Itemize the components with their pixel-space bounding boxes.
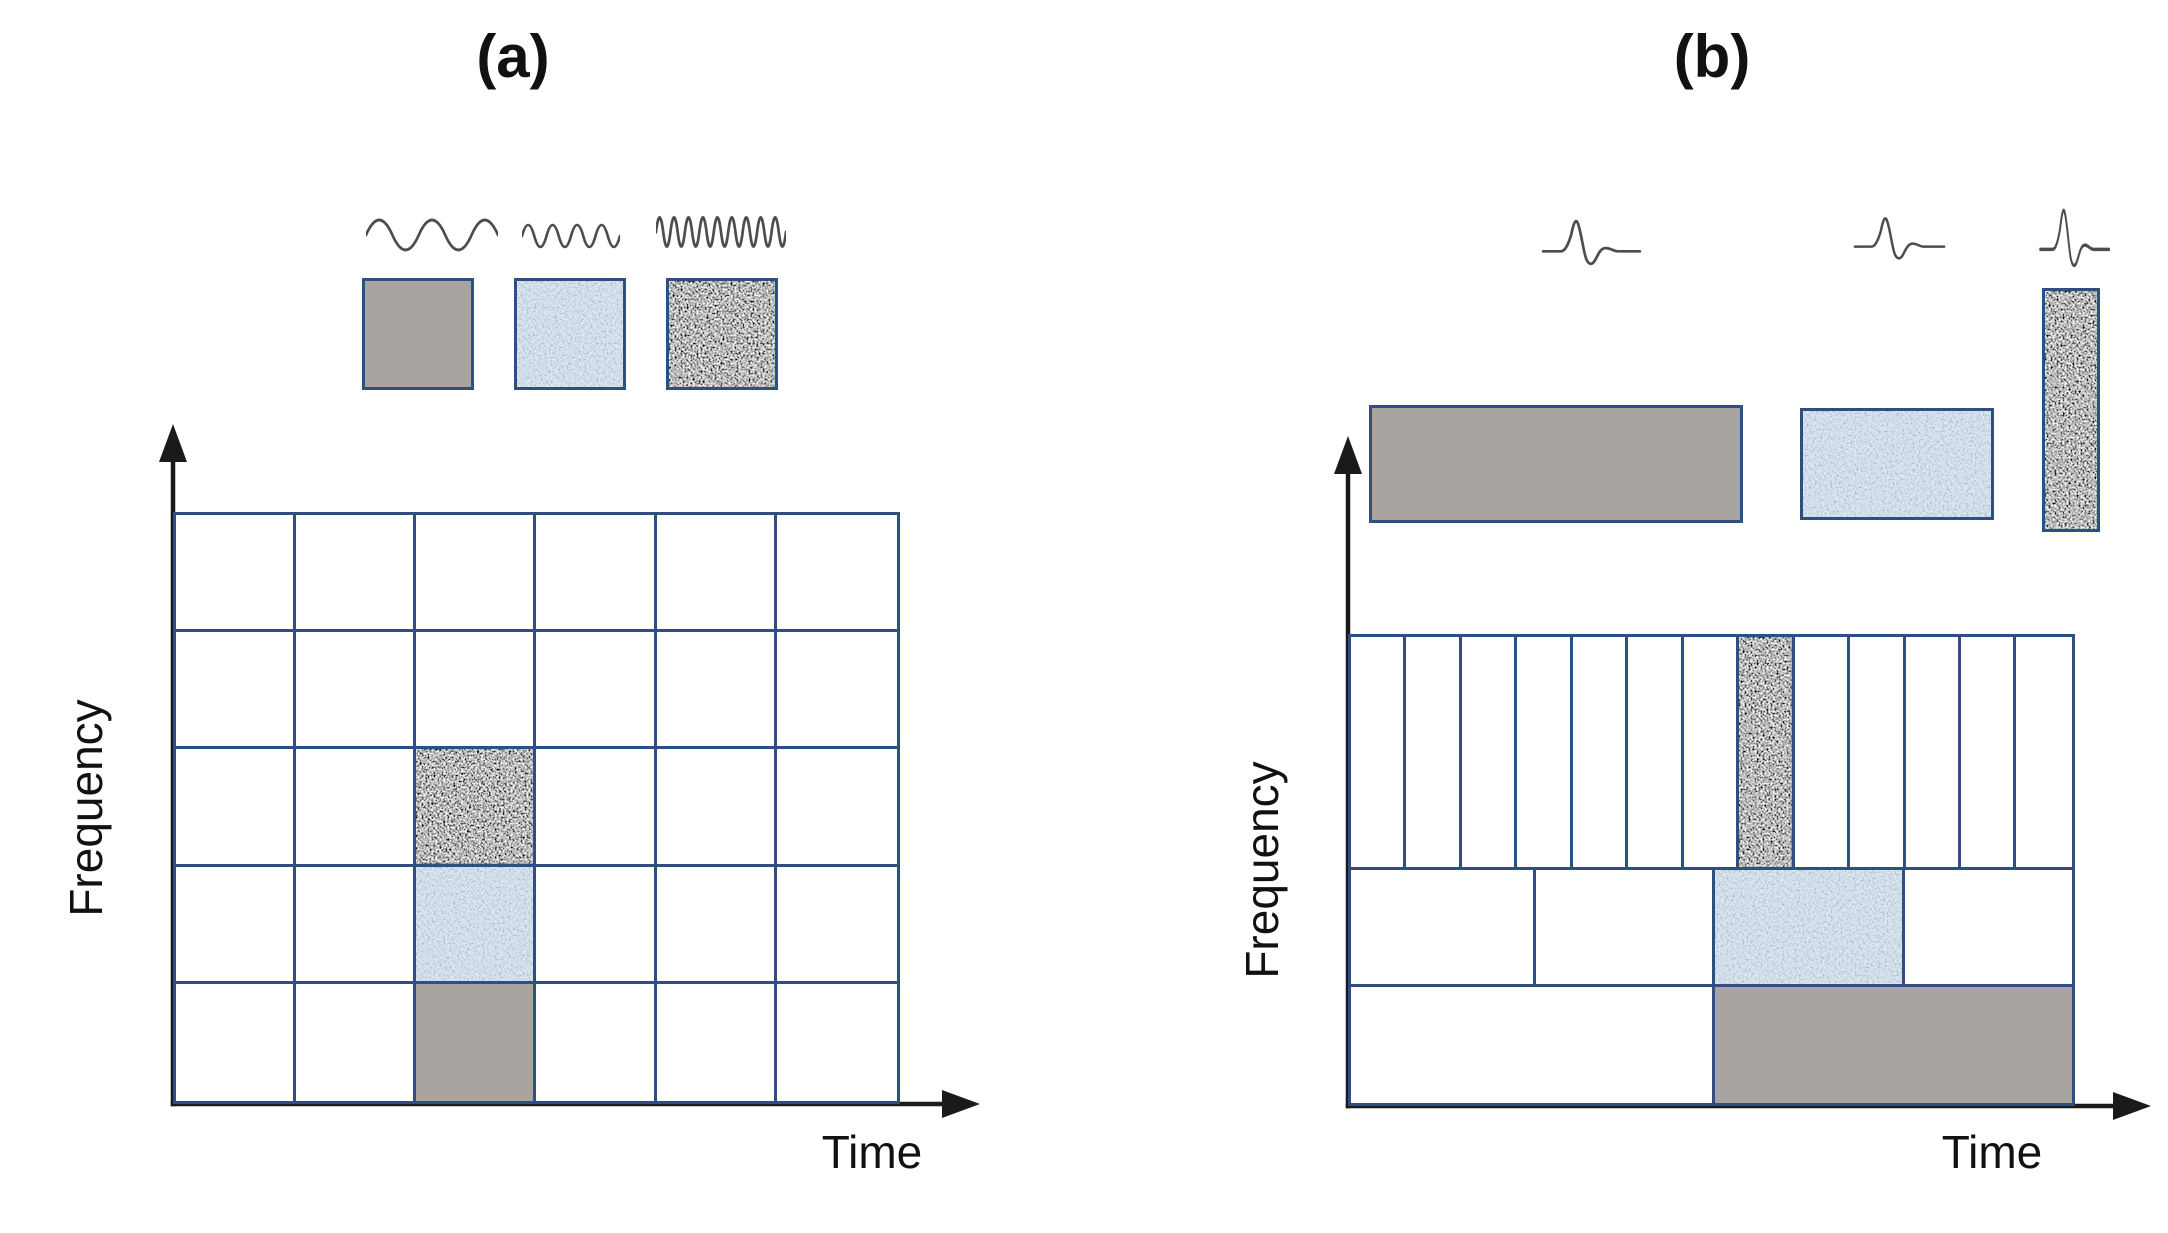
tile (296, 983, 417, 1101)
grid-band (176, 515, 897, 633)
tile (777, 984, 897, 1101)
tile (1517, 637, 1573, 867)
tile (777, 749, 897, 863)
tile (536, 866, 657, 981)
legend-swatch-blue (514, 278, 626, 390)
grid-band (176, 632, 897, 750)
stft-tiling-grid (173, 512, 900, 1104)
tile (1351, 870, 1537, 984)
tile (777, 867, 897, 981)
speckle-texture (669, 281, 775, 387)
grid-band (1351, 637, 2072, 870)
tile (657, 983, 777, 1101)
tile (657, 515, 777, 630)
tile (1628, 637, 1684, 867)
tile-gray (416, 983, 537, 1101)
speckle-texture (1715, 870, 1902, 984)
tile (176, 632, 297, 747)
tile (657, 632, 777, 747)
grid-band (176, 866, 897, 984)
tile (1351, 986, 1716, 1103)
speckle-texture (416, 749, 534, 864)
speckle-texture (517, 281, 623, 387)
wavelet-narrow-icon (2038, 196, 2112, 276)
speckle-texture (416, 866, 534, 981)
wavelet-mid-icon (1852, 208, 1948, 266)
tile-gray (1715, 986, 2072, 1103)
tile (536, 983, 657, 1101)
legend-swatch-gray (362, 278, 474, 390)
tile (1684, 637, 1740, 867)
tile (1351, 637, 1407, 867)
wavelet-tiling-grid (1348, 634, 2075, 1106)
grid-band (1351, 986, 2072, 1103)
tile-dark (1739, 637, 1795, 867)
tile (1573, 637, 1629, 867)
tile (1961, 637, 2017, 867)
panel-b-x-axis-label: Time (1941, 1126, 2043, 1178)
tile (2016, 637, 2071, 867)
panel-a-y-axis-label: Frequency (60, 699, 112, 917)
legend-rect-gray-wide (1369, 405, 1743, 523)
tile (416, 515, 537, 630)
grid-band (176, 983, 897, 1101)
tile (657, 866, 777, 981)
tile-blue (1715, 870, 1905, 984)
tile (176, 749, 297, 864)
tile (777, 515, 897, 629)
tile (1906, 637, 1961, 867)
tile (536, 632, 657, 747)
tile (416, 632, 537, 747)
tile (657, 749, 777, 864)
tile (536, 515, 657, 630)
tile (1905, 870, 2072, 984)
tile (296, 632, 417, 747)
tile (1795, 637, 1851, 867)
low-frequency-sine-wave-icon (366, 212, 498, 258)
tile (176, 866, 297, 981)
grid-band (1351, 870, 2072, 987)
tile (296, 866, 417, 981)
speckle-texture (2045, 291, 2097, 529)
mid-frequency-sine-wave-icon (522, 216, 620, 256)
tile (296, 515, 417, 630)
tile (176, 983, 297, 1101)
wavelet-wide-icon (1540, 210, 1644, 272)
tile (777, 632, 897, 746)
legend-rect-blue-mid (1800, 408, 1994, 520)
tile (296, 749, 417, 864)
panel-b-y-axis-label: Frequency (1236, 761, 1288, 979)
tile (176, 515, 297, 630)
tile (1406, 637, 1462, 867)
tile (536, 749, 657, 864)
tile (1850, 637, 1906, 867)
legend-rect-dark-tall (2042, 288, 2100, 532)
tile-dark (416, 749, 537, 864)
panel-a-label: (a) (476, 23, 550, 90)
tile-blue (416, 866, 537, 981)
panel-a-x-axis-label: Time (821, 1126, 923, 1178)
speckle-texture (1739, 637, 1792, 867)
grid-band (176, 749, 897, 867)
tile (1536, 870, 1716, 984)
speckle-texture (1803, 411, 1991, 517)
legend-swatch-dark (666, 278, 778, 390)
tile (1462, 637, 1518, 867)
high-frequency-sine-wave-icon (656, 208, 786, 256)
panel-b-label: (b) (1673, 23, 1751, 90)
